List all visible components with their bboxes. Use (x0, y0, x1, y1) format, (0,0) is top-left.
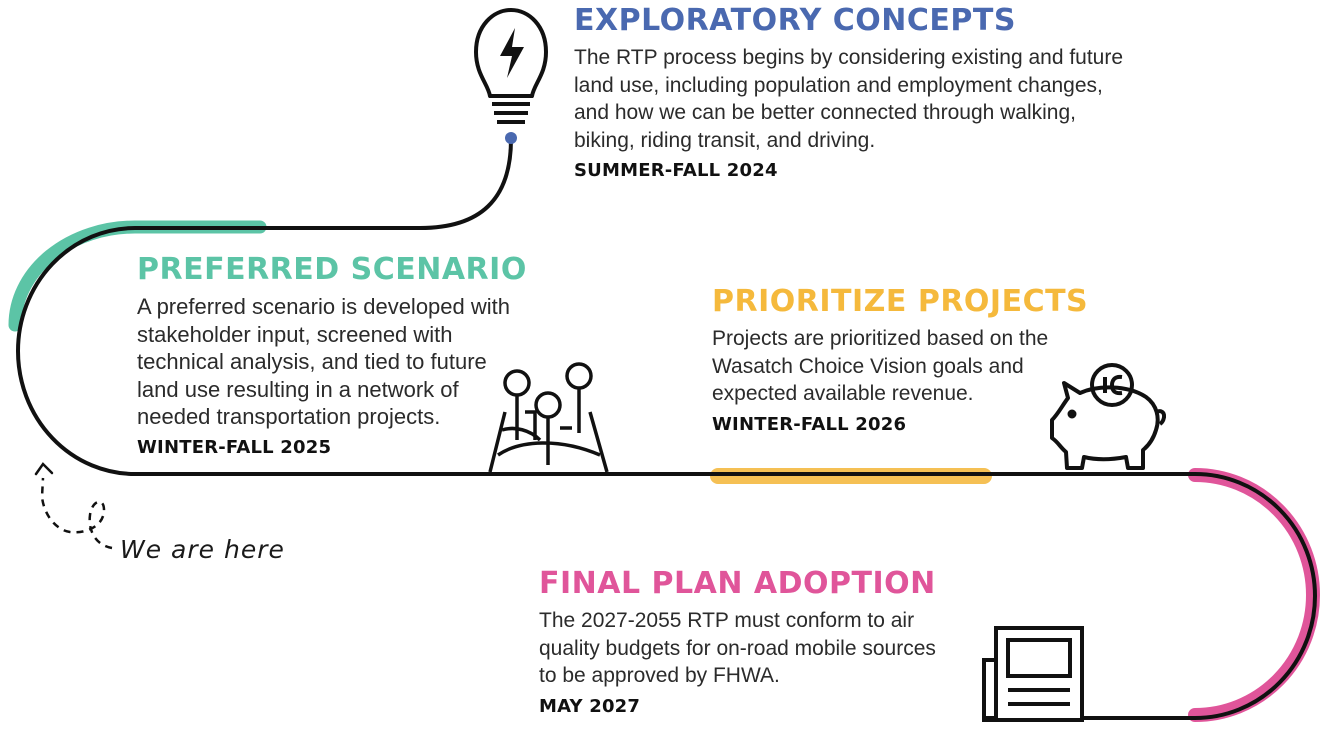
stage-date: MAY 2027 (539, 695, 641, 717)
map-pins-icon (488, 362, 609, 473)
stage-prioritize-projects: PRIORITIZE PROJECTS Projects are priorit… (712, 285, 1112, 435)
stage-date: SUMMER-FALL 2024 (574, 160, 778, 181)
stage-date: WINTER-FALL 2026 (712, 413, 907, 435)
stage-description: The 2027-2055 RTP must conform to air qu… (539, 609, 936, 687)
stage-description: Projects are prioritized based on the Wa… (712, 327, 1049, 405)
pink-highlight (1188, 468, 1320, 722)
stage-description: A preferred scenario is developed with s… (137, 294, 510, 429)
stage-description: The RTP process begins by considering ex… (574, 46, 1124, 152)
stage-date: WINTER-FALL 2025 (137, 436, 332, 458)
lightbulb-icon (474, 8, 548, 144)
stage-exploratory-concepts: EXPLORATORY CONCEPTS The RTP process beg… (574, 3, 1154, 182)
dashed-arrow-icon (40, 477, 113, 550)
stage-final-plan-adoption: FINAL PLAN ADOPTION The 2027-2055 RTP mu… (539, 567, 969, 717)
stage-title: EXPLORATORY CONCEPTS (574, 3, 1016, 38)
stage-title: FINAL PLAN ADOPTION (539, 566, 936, 601)
stage-title: PRIORITIZE PROJECTS (712, 284, 1089, 319)
we-are-here-label: We are here (120, 535, 285, 564)
stage-title: PREFERRED SCENARIO (137, 252, 527, 287)
newspaper-icon (982, 626, 1084, 722)
piggy-bank-icon (1050, 363, 1167, 470)
stage-preferred-scenario: PREFERRED SCENARIO A preferred scenario … (137, 253, 557, 458)
arrow-head (34, 462, 54, 476)
route-line (16, 138, 1317, 720)
